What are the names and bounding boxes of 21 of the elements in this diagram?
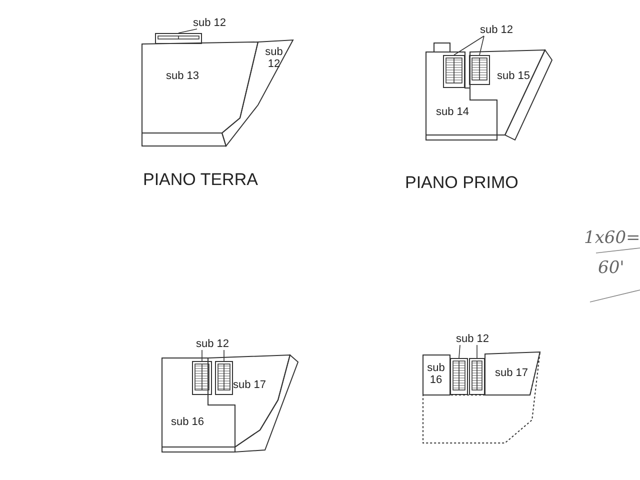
callout-label: sub 12	[193, 17, 226, 29]
callout-label: sub 12	[196, 338, 230, 350]
room-label: sub 16	[171, 416, 204, 428]
leader-line	[476, 344, 478, 358]
leader-line	[479, 36, 484, 56]
floor-caption: PIANO PRIMO	[405, 173, 518, 193]
leader-line	[454, 36, 484, 56]
callout-label: sub 12	[456, 333, 490, 345]
callout-label: sub 12	[480, 24, 514, 36]
leader-line	[458, 344, 460, 358]
room-label: sub 17	[233, 379, 266, 391]
room-label: sub 12	[264, 46, 284, 70]
floor-caption: PIANO TERRA	[143, 170, 258, 190]
room-label: sub 14	[436, 106, 470, 118]
handwritten-note: 1x60=	[584, 228, 640, 248]
leader-line	[178, 28, 198, 34]
room-label: sub 16	[426, 362, 446, 386]
room-label: sub 17	[495, 367, 528, 379]
room-label: sub 13	[166, 70, 200, 82]
room-label: sub 15	[497, 70, 530, 82]
handwritten-note: 60'	[598, 258, 624, 278]
